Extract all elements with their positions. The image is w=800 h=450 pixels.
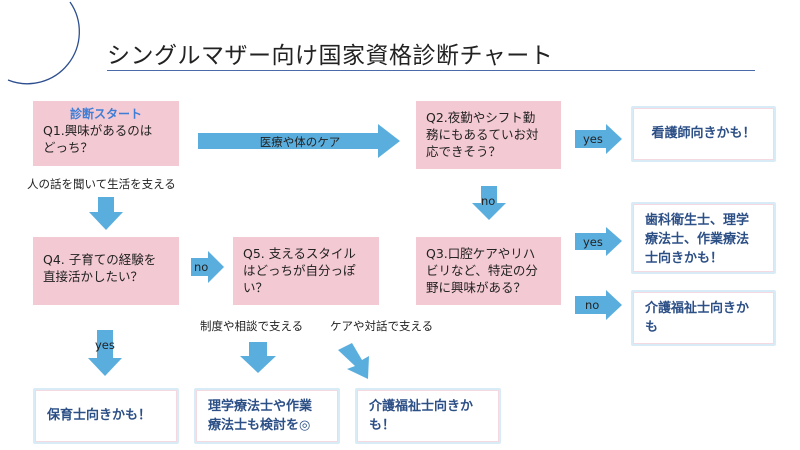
label-q1-to-q2: 医療や体のケア	[259, 135, 341, 149]
question-q4: Q4. 子育ての経験を 直接活かしたい？	[33, 237, 179, 305]
question-q5: Q5. 支えるスタイル はどっちが自分っぽ い？	[233, 237, 379, 305]
label-q4-yes: yes	[95, 338, 115, 352]
label-q5-right: ケアや対話で支える	[330, 319, 434, 333]
arrow-q1-down	[89, 197, 123, 230]
result-nurse: 看護師向きかも！	[631, 106, 776, 162]
result-nursery: 保育士向きかも！	[33, 388, 179, 444]
arrow-q4-no	[191, 251, 224, 283]
arrow-q2-yes	[575, 124, 622, 154]
label-q3-no: no	[585, 298, 600, 312]
result-care-right: 介護福祉士向きか も	[631, 290, 776, 346]
q1-text: Q1.興味があるのは どっち？	[43, 123, 153, 155]
label-q2-yes: yes	[583, 132, 603, 146]
label-q1-down: 人の話を聞いて生活を支える	[27, 177, 176, 191]
result-pt-ot: 理学療法士や作業 療法士も検討を◎	[194, 388, 340, 444]
question-q3: Q3.口腔ケアやリハ ビリなど、特定の分 野に興味がある？	[416, 237, 561, 305]
title-underline	[107, 70, 755, 71]
q2-text: Q2.夜勤やシフト勤 務にもあるていお対 応できそう？	[426, 110, 539, 159]
page-title: シングルマザー向け国家資格診断チャート	[107, 43, 554, 69]
result-care-bottom: 介護福祉士向きか も！	[355, 388, 501, 444]
arrow-q3-yes	[575, 227, 622, 256]
label-q5-left: 制度や相談で支える	[200, 319, 304, 333]
arrow-q5-left	[240, 342, 276, 373]
arrow-q3-no	[575, 290, 622, 320]
label-q4-no: no	[194, 260, 209, 274]
decorative-arc	[7, 1, 80, 85]
label-q2-no: no	[481, 194, 496, 208]
question-q2: Q2.夜勤やシフト勤 務にもあるていお対 応できそう？	[416, 101, 561, 169]
label-q3-yes: yes	[583, 235, 603, 249]
arrow-q5-right	[338, 343, 369, 379]
question-q1: 診断スタート Q1.興味があるのは どっち？	[33, 101, 179, 166]
arrow-q4-yes	[88, 330, 122, 376]
q4-text: Q4. 子育ての経験を 直接活かしたい？	[43, 252, 157, 284]
q3-text: Q3.口腔ケアやリハ ビリなど、特定の分 野に興味がある？	[426, 246, 538, 295]
result-dental-pt: 歯科衛生士、理学 療法士、作業療法 士向きかも！	[631, 202, 776, 274]
arrow-q1-to-q2	[198, 124, 400, 158]
q5-text: Q5. 支えるスタイル はどっちが自分っぽ い？	[243, 246, 356, 295]
start-label: 診断スタート	[69, 107, 142, 121]
arrow-q2-no	[472, 186, 506, 220]
